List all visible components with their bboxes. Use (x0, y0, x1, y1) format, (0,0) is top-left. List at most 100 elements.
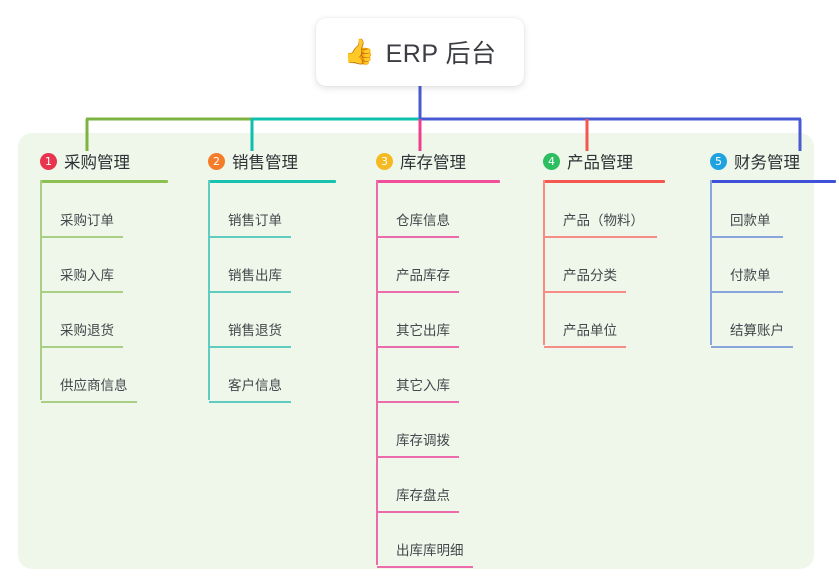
branch-3[interactable]: 3 库存管理仓库信息产品库存其它出库其它入库库存调拨库存盘点出库库明细 (354, 148, 500, 568)
branch-header-5[interactable]: 5 财务管理 (688, 148, 836, 174)
branch-underline (376, 180, 500, 183)
leaf-item[interactable]: 销售退货 (209, 293, 336, 348)
branch-leaf-list: 销售订单销售出库销售退货客户信息 (186, 183, 336, 403)
branch-leaf-list: 仓库信息产品库存其它出库其它入库库存调拨库存盘点出库库明细 (354, 183, 500, 568)
leaf-label: 库存盘点 (396, 488, 450, 503)
leaf-underline (377, 291, 459, 293)
branch-1[interactable]: 1 采购管理采购订单采购入库采购退货供应商信息 (18, 148, 168, 403)
branch-index-badge: 2 (208, 152, 225, 170)
root-node[interactable]: 👍 ERP 后台 (316, 18, 524, 86)
leaf-label: 采购退货 (60, 323, 114, 338)
branch-spine (40, 180, 42, 400)
leaf-label: 产品单位 (563, 323, 617, 338)
branch-spine (543, 180, 545, 345)
leaf-label: 回款单 (730, 213, 771, 228)
leaf-item[interactable]: 其它入库 (377, 348, 500, 403)
leaf-label: 销售订单 (228, 213, 282, 228)
leaf-item[interactable]: 供应商信息 (41, 348, 168, 403)
branch-label: 财务管理 (734, 154, 800, 172)
branch-5[interactable]: 5 财务管理回款单付款单结算账户 (688, 148, 836, 348)
leaf-label: 产品库存 (396, 268, 450, 283)
leaf-item[interactable]: 回款单 (711, 183, 836, 238)
leaf-underline (544, 291, 626, 293)
branch-leaf-list: 采购订单采购入库采购退货供应商信息 (18, 183, 168, 403)
leaf-underline (377, 566, 473, 568)
leaf-item[interactable]: 付款单 (711, 238, 836, 293)
leaf-item[interactable]: 产品（物料） (544, 183, 665, 238)
leaf-underline (209, 291, 291, 293)
leaf-label: 供应商信息 (60, 378, 128, 393)
leaf-label: 结算账户 (730, 323, 784, 338)
root-node-label: ERP 后台 (385, 40, 497, 68)
branch-leaf-list: 回款单付款单结算账户 (688, 183, 836, 348)
branch-index-badge: 5 (710, 152, 727, 170)
branch-leaf-list: 产品（物料） 产品分类产品单位 (521, 183, 665, 348)
branch-spine (376, 180, 378, 565)
leaf-underline (544, 236, 657, 238)
diagram-background-panel (18, 133, 814, 569)
leaf-label: 产品分类 (563, 268, 617, 283)
leaf-underline (209, 346, 291, 348)
leaf-label: 其它入库 (396, 378, 450, 393)
leaf-label: 采购订单 (60, 213, 114, 228)
leaf-underline (711, 291, 783, 293)
branch-header-2[interactable]: 2 销售管理 (186, 148, 336, 174)
branch-header-4[interactable]: 4 产品管理 (521, 148, 665, 174)
branch-label: 销售管理 (232, 154, 298, 172)
branch-2[interactable]: 2 销售管理销售订单销售出库销售退货客户信息 (186, 148, 336, 403)
leaf-underline (377, 511, 459, 513)
leaf-item[interactable]: 产品库存 (377, 238, 500, 293)
leaf-underline (41, 236, 123, 238)
leaf-underline (209, 401, 291, 403)
branch-underline (208, 180, 336, 183)
leaf-item[interactable]: 库存调拨 (377, 403, 500, 458)
leaf-underline (711, 346, 793, 348)
leaf-underline (377, 401, 459, 403)
leaf-item[interactable]: 销售订单 (209, 183, 336, 238)
leaf-item[interactable]: 库存盘点 (377, 458, 500, 513)
leaf-item[interactable]: 产品单位 (544, 293, 665, 348)
branch-index-badge: 3 (376, 152, 393, 170)
branch-header-3[interactable]: 3 库存管理 (354, 148, 500, 174)
leaf-label: 采购入库 (60, 268, 114, 283)
branch-header-1[interactable]: 1 采购管理 (18, 148, 168, 174)
leaf-underline (377, 236, 459, 238)
leaf-underline (209, 236, 291, 238)
leaf-underline (41, 346, 123, 348)
leaf-item[interactable]: 仓库信息 (377, 183, 500, 238)
leaf-label: 销售出库 (228, 268, 282, 283)
branch-label: 产品管理 (567, 154, 633, 172)
leaf-item[interactable]: 采购入库 (41, 238, 168, 293)
leaf-label: 库存调拨 (396, 433, 450, 448)
branch-underline (710, 180, 836, 183)
branch-4[interactable]: 4 产品管理产品（物料） 产品分类产品单位 (521, 148, 665, 348)
leaf-label: 仓库信息 (396, 213, 450, 228)
leaf-label: 销售退货 (228, 323, 282, 338)
leaf-label: 客户信息 (228, 378, 282, 393)
leaf-underline (377, 456, 459, 458)
branch-index-badge: 4 (543, 152, 560, 170)
branch-underline (40, 180, 168, 183)
leaf-item[interactable]: 采购订单 (41, 183, 168, 238)
branch-spine (710, 180, 712, 345)
branch-index-badge: 1 (40, 152, 57, 170)
leaf-item[interactable]: 销售出库 (209, 238, 336, 293)
branch-label: 采购管理 (64, 154, 130, 172)
leaf-item[interactable]: 产品分类 (544, 238, 665, 293)
leaf-underline (711, 236, 783, 238)
leaf-label: 出库库明细 (396, 543, 464, 558)
leaf-item[interactable]: 出库库明细 (377, 513, 500, 568)
leaf-label: 其它出库 (396, 323, 450, 338)
leaf-underline (41, 291, 123, 293)
leaf-label: 付款单 (730, 268, 771, 283)
branch-underline (543, 180, 665, 183)
leaf-item[interactable]: 客户信息 (209, 348, 336, 403)
leaf-underline (41, 401, 137, 403)
branch-label: 库存管理 (400, 154, 466, 172)
branch-spine (208, 180, 210, 400)
leaf-item[interactable]: 其它出库 (377, 293, 500, 348)
leaf-underline (544, 346, 626, 348)
leaf-item[interactable]: 采购退货 (41, 293, 168, 348)
leaf-item[interactable]: 结算账户 (711, 293, 836, 348)
